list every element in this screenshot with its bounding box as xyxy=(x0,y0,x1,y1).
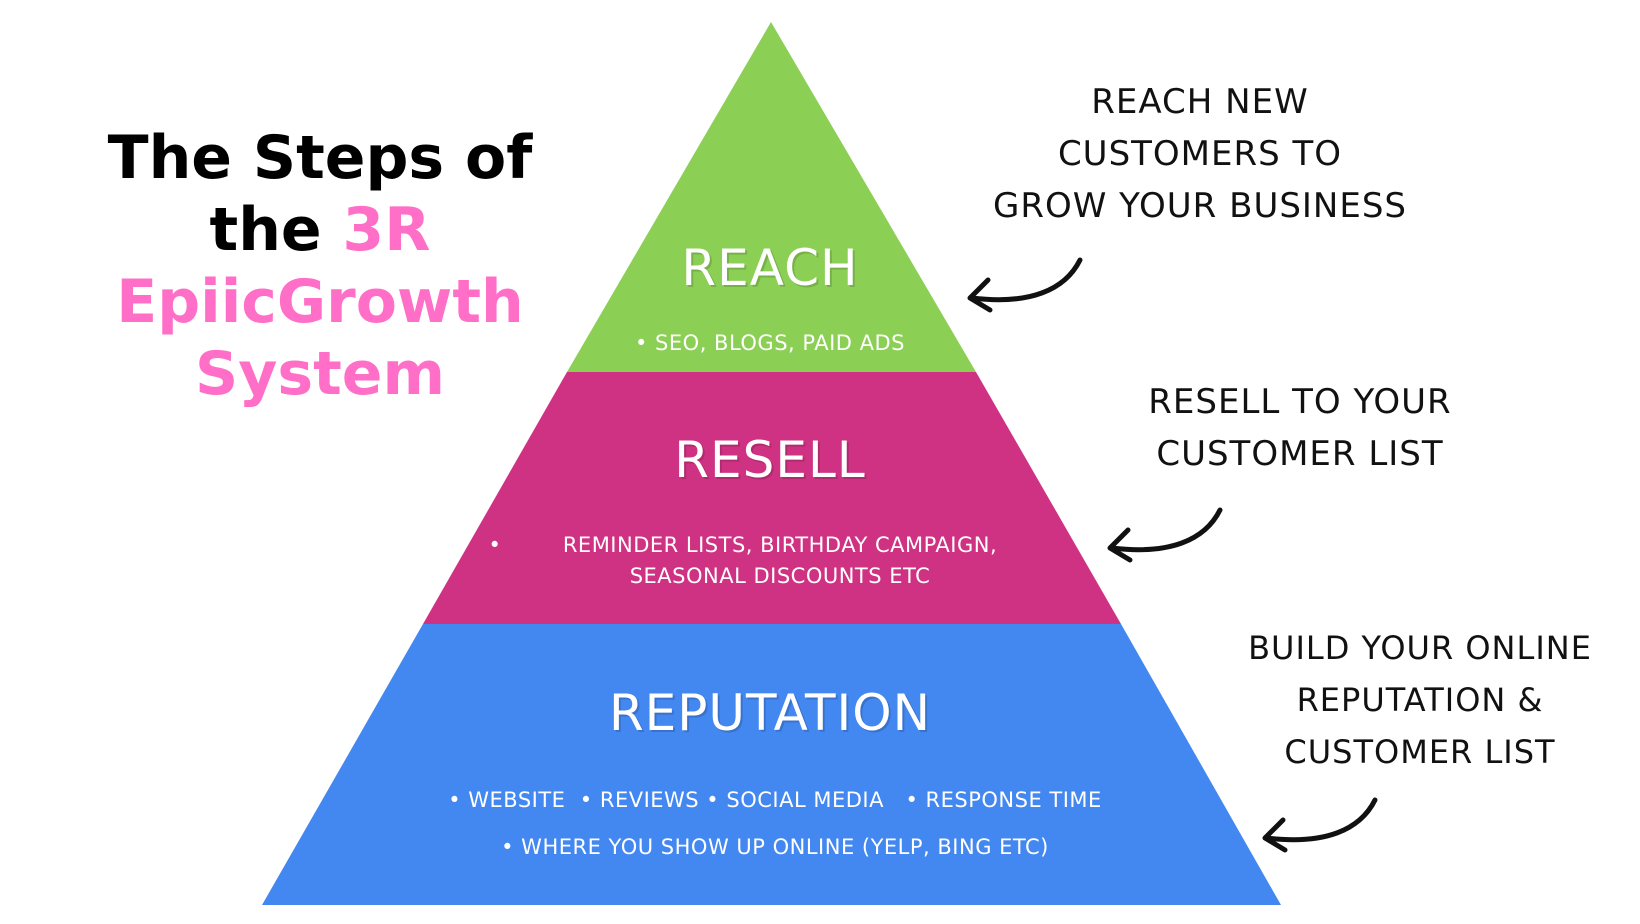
tier-reputation-details-line-1: • WEBSITE • REVIEWS • SOCIAL MEDIA • RES… xyxy=(448,788,1102,812)
tier-resell-bullet: • xyxy=(488,533,502,557)
note-reach-line-3: GROW YOUR BUSINESS xyxy=(992,186,1408,226)
note-resell-line-2: CUSTOMER LIST xyxy=(1156,434,1444,474)
note-reach: REACH NEW CUSTOMERS TO GROW YOUR BUSINES… xyxy=(930,76,1470,232)
tier-resell-shape xyxy=(423,372,1121,624)
title-accent: 3R EpiicGrowth xyxy=(116,195,524,337)
title-line-1: The Steps of xyxy=(107,123,533,193)
arrow-reputation-icon xyxy=(1262,797,1378,853)
tier-reputation-shape xyxy=(262,624,1281,905)
tier-resell-details-line-2: SEASONAL DISCOUNTS ETC xyxy=(629,564,931,588)
note-reputation: BUILD YOUR ONLINE REPUTATION & CUSTOMER … xyxy=(1200,622,1640,778)
title-prefix: the xyxy=(209,195,343,265)
note-reputation-line-1: BUILD YOUR ONLINE xyxy=(1248,629,1592,667)
arrow-reach-icon xyxy=(967,257,1083,313)
diagram-title: The Steps of the 3R EpiicGrowth System xyxy=(20,122,620,410)
tier-resell-heading: RESELL xyxy=(674,431,866,489)
tier-reach-heading: REACH xyxy=(681,239,859,297)
title-line-3: System xyxy=(195,339,445,409)
note-resell-line-1: RESELL TO YOUR xyxy=(1148,382,1452,422)
tier-reputation-heading: REPUTATION xyxy=(608,684,932,742)
note-reputation-line-3: CUSTOMER LIST xyxy=(1284,733,1556,771)
note-reach-line-2: CUSTOMERS TO xyxy=(1057,134,1343,174)
tier-resell-details-line-1: REMINDER LISTS, BIRTHDAY CAMPAIGN, xyxy=(562,533,998,557)
note-reputation-line-2: REPUTATION & xyxy=(1296,681,1544,719)
title-line-2: the 3R EpiicGrowth xyxy=(20,194,620,338)
note-resell: RESELL TO YOUR CUSTOMER LIST xyxy=(1060,376,1540,480)
tier-reach-shape xyxy=(567,22,976,372)
note-reach-line-1: REACH NEW xyxy=(1091,82,1309,122)
tier-reach-details: • SEO, BLOGS, PAID ADS xyxy=(635,331,905,355)
arrow-resell-icon xyxy=(1107,507,1223,563)
tier-reputation-details-line-2: • WHERE YOU SHOW UP ONLINE (YELP, BING E… xyxy=(501,835,1049,859)
